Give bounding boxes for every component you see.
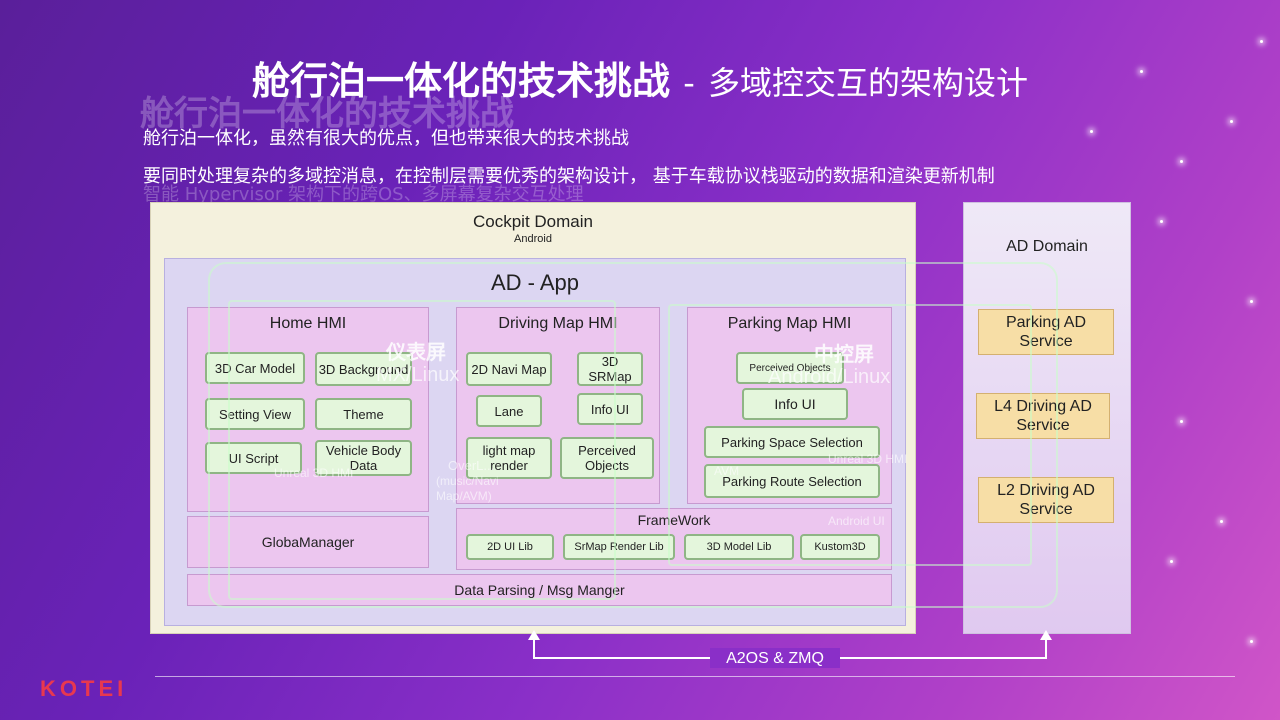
- driving-item-lane: Lane: [476, 395, 542, 427]
- title-subtitle: 多域控交互的架构设计: [708, 64, 1029, 102]
- title-main: 舱行泊一体化的技术挑战: [251, 59, 670, 103]
- driving-item-info-ui: Info UI: [577, 393, 643, 425]
- driving-item-3d-srmap: 3D SRMap: [577, 352, 643, 386]
- page-title: 舱行泊一体化的技术挑战 - 多域控交互的架构设计: [0, 50, 1280, 105]
- arrow-up-right-icon: [1040, 630, 1052, 640]
- ghost-title: 舱行泊一体化的技术挑战: [140, 94, 514, 134]
- framework-lib-2d-ui: 2D UI Lib: [466, 534, 554, 560]
- home-item-ui-script: UI Script: [205, 442, 302, 474]
- framework-lib-kustom3d: Kustom3D: [800, 534, 880, 560]
- ad-domain-title: AD Domain: [1006, 238, 1088, 255]
- overlay-cluster-title: 仪表屏: [386, 342, 446, 364]
- title-separator: -: [683, 64, 695, 102]
- arrow-up-left-icon: [528, 630, 540, 640]
- home-hmi-title: Home HMI: [269, 315, 347, 332]
- ad-app-title: AD - App: [490, 270, 580, 295]
- cockpit-domain-title: Cockpit Domain: [473, 212, 593, 231]
- parking-item-info-ui: Info UI: [742, 388, 848, 420]
- home-item-vehicle-body-data: Vehicle Body Data: [315, 440, 412, 476]
- a2os-connector: [528, 630, 1052, 668]
- ghost-line: 智能 Hypervisor 架构下的跨OS、多屏幕复杂交互处理: [143, 184, 584, 205]
- ad-service-parking: Parking AD Service: [978, 309, 1114, 355]
- driving-map-hmi-title: Driving Map HMI: [498, 315, 618, 332]
- overlay-unreal-right: Unreal 3D HMI: [828, 452, 908, 466]
- overlay-center-title: 中控屏: [814, 344, 874, 366]
- overlay-text: OverL...: [448, 458, 495, 473]
- overlay-frame-cluster: [228, 300, 616, 600]
- home-item-3d-background: 3D Background: [315, 352, 412, 386]
- overlay-frame-outer: [208, 262, 1058, 608]
- overlay-sub: (music/Navi Map/AVM): [436, 474, 499, 503]
- data-parsing-box: [187, 574, 892, 606]
- overlay-android-ui: Android UI: [828, 514, 885, 528]
- home-item-3d-car-model: 3D Car Model: [205, 352, 305, 384]
- framework-title: FrameWork: [637, 512, 711, 528]
- globa-manager-label: GlobaManager: [261, 534, 355, 550]
- framework-lib-srmap-render: SrMap Render Lib: [563, 534, 675, 560]
- driving-item-perceived-objects: Perceived Objects: [560, 437, 654, 479]
- overlay-frame-center: [668, 304, 1032, 566]
- driving-item-2d-navi-map: 2D Navi Map: [466, 352, 552, 386]
- overlay-unreal-left: Unreal 3D HMI: [274, 466, 354, 480]
- overlay-cluster-os: MX/Linux: [376, 364, 460, 386]
- parking-item-route-selection: Parking Route Selection: [704, 464, 880, 498]
- ad-service-l4-driving: L4 Driving AD Service: [976, 393, 1110, 439]
- footer-line: [155, 676, 1235, 677]
- driving-item-light-map-render: light map render: [466, 437, 552, 479]
- cockpit-domain-os: Android: [514, 233, 552, 245]
- a2os-label: A2OS & ZMQ: [726, 650, 824, 667]
- home-item-theme: Theme: [315, 398, 412, 430]
- parking-item-space-selection: Parking Space Selection: [704, 426, 880, 458]
- home-item-setting-view: Setting View: [205, 398, 305, 430]
- globa-manager-box: [187, 516, 429, 568]
- overlay-avm: AVM: [714, 464, 740, 478]
- parking-map-hmi-title: Parking Map HMI: [727, 315, 852, 332]
- data-parsing-label: Data Parsing / Msg Manger: [454, 582, 625, 598]
- intro-line-1: 舱行泊一体化，虽然有很大的优点，但也带来很大的技术挑战: [143, 128, 629, 149]
- parking-item-perceived-objects: Perceived Objects: [736, 352, 844, 384]
- intro-line-2: 要同时处理复杂的多域控消息，在控制层需要优秀的架构设计， 基于车载协议栈驱动的数…: [143, 166, 995, 187]
- overlay-center-os: Android/Linux: [768, 366, 891, 388]
- ad-service-l2-driving: L2 Driving AD Service: [978, 477, 1114, 523]
- kotei-logo: KOTEI: [40, 676, 128, 701]
- framework-lib-3d-model: 3D Model Lib: [684, 534, 794, 560]
